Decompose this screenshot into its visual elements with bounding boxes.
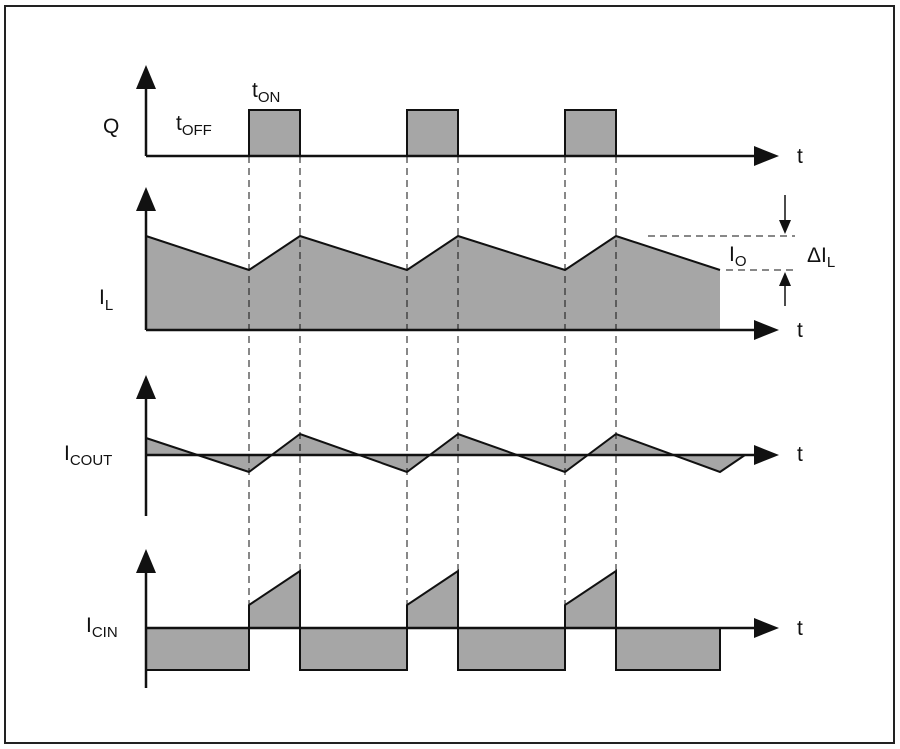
icout-x-arrow-icon [754,445,779,465]
icin-waveform [146,569,721,671]
icin-discharge-3 [458,628,565,670]
il-fill [146,236,720,330]
q-time-axis-label: t [797,145,803,168]
icout-fill [146,434,745,472]
q-pulse-3 [564,109,617,157]
il-label: IL [99,286,113,314]
icin-charge-1 [249,571,300,628]
icin-discharge-4 [616,628,720,670]
icin-x-arrow-icon [754,618,779,638]
icin-discharge-2 [300,628,407,670]
q-pulse-2 [406,109,459,157]
icin-charge-3 [565,571,616,628]
il-time-axis-label: t [797,319,803,342]
icout-label: ICOUT [64,442,112,469]
timing-guides [248,156,617,628]
q-label: Q [103,115,119,138]
il-waveform [145,234,721,330]
il-y-arrow-icon [136,187,156,211]
icin-discharge-1 [146,628,249,670]
delta-il-label: ΔIL [807,244,835,271]
ripple-dimension [648,195,795,306]
icin-label: ICIN [86,614,118,641]
q-waveform [248,109,617,157]
q-x-arrow-icon [754,146,779,166]
il-ripple-line [145,234,721,272]
ripple-up-arrow-icon [779,272,791,286]
icout-y-arrow-icon [136,375,156,399]
icin-axes [136,549,779,688]
t-off-label: tOFF [176,112,212,139]
icout-axes [136,375,779,516]
q-axes [136,65,779,166]
icout-time-axis-label: t [797,443,803,466]
icin-y-arrow-icon [136,549,156,573]
ripple-down-arrow-icon [779,220,791,234]
il-axes [136,187,779,340]
icin-time-axis-label: t [797,617,803,640]
icin-charge-2 [407,571,458,628]
q-pulse-1 [248,109,301,157]
t-on-label: tON [252,79,280,106]
il-x-arrow-icon [754,320,779,340]
q-y-arrow-icon [136,65,156,89]
io-label: IO [729,243,747,270]
